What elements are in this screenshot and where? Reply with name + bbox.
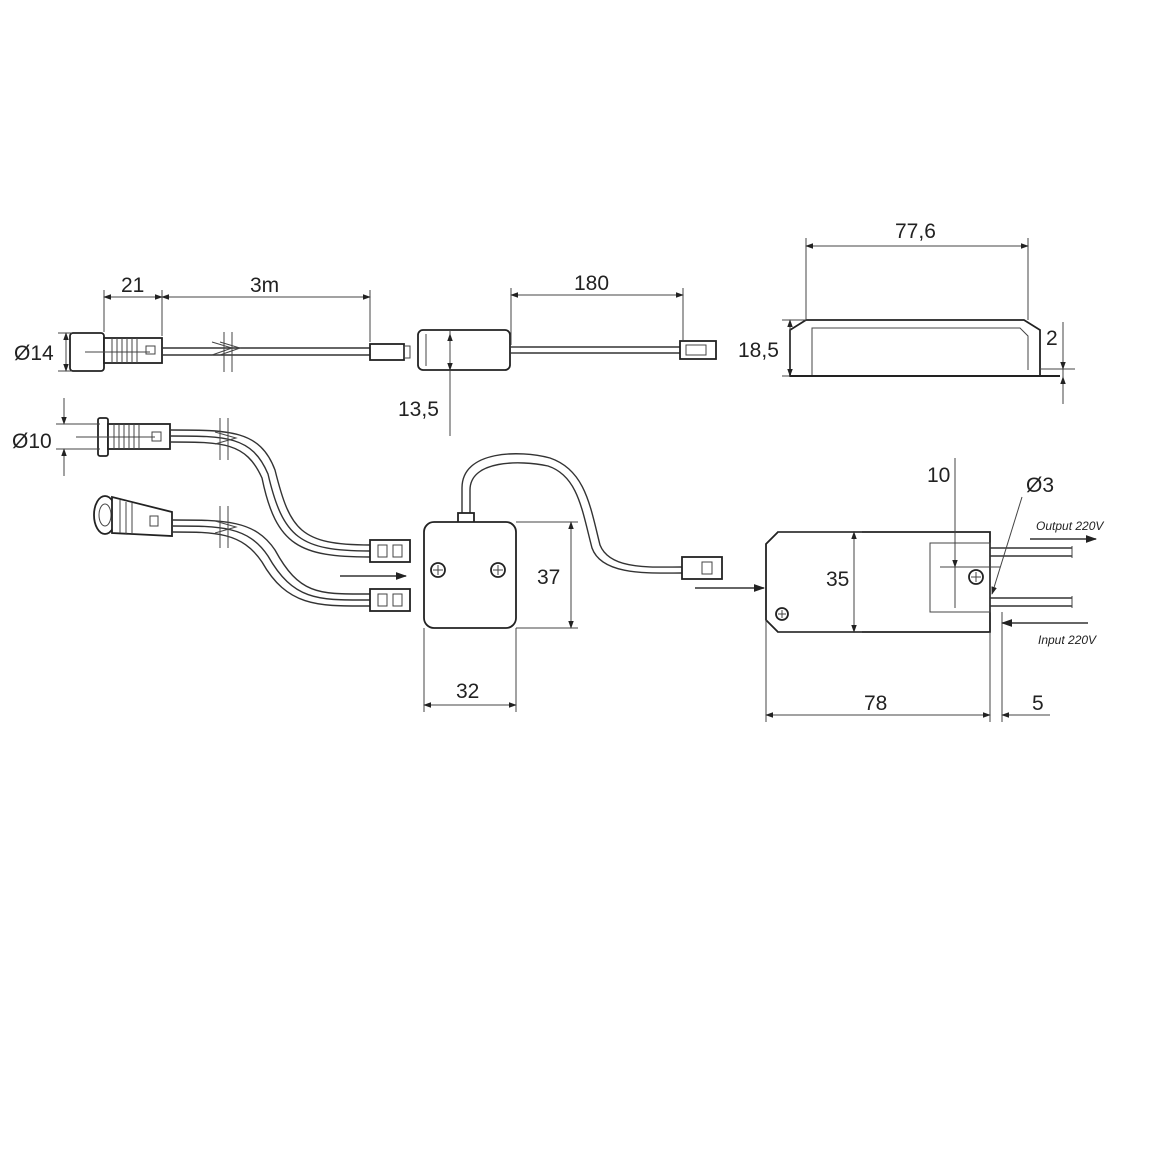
dim-77-6: 77,6 [805,220,1029,320]
y-cables [169,418,411,612]
dim-o14-label: Ø14 [14,342,54,365]
dim-5-label: 5 [1032,692,1044,715]
dim-180-label: 180 [574,272,609,295]
dim-37: 37 [516,521,578,629]
dim-35: 35 [778,531,862,633]
dim-3m-label: 3m [250,274,279,297]
dim-21-3m: 21 3m [103,274,371,342]
dim-180: 180 [510,272,684,345]
sensor-o10-assembly [76,417,171,457]
dim-21-label: 21 [121,274,144,297]
dim-o10-label: Ø10 [12,430,52,453]
driver-cable-assembly [417,329,717,371]
dim-32-label: 32 [456,680,479,703]
dim-18-5: 18,5 [738,319,806,377]
dim-78-label: 78 [864,692,887,715]
dim-77-6-label: 77,6 [895,220,936,243]
sensor-o14-assembly [69,332,411,372]
dim-18-5-label: 18,5 [738,339,779,362]
dim-2: 2 [1046,322,1066,404]
input-label: Input 220V [1038,633,1097,647]
output-label: Output 220V [1036,519,1104,533]
dim-o10: Ø10 [12,398,100,476]
sensor-perspective [93,495,173,537]
dim-37-label: 37 [537,566,560,589]
dim-32: 32 [423,628,517,712]
side-view-box [789,319,1075,377]
dim-o3-label: Ø3 [1026,474,1054,497]
junction-box [423,453,723,629]
dim-13-5: 13,5 [398,330,453,436]
dim-10: 10 [927,458,1000,608]
dim-10-label: 10 [927,464,950,487]
driver-top-view [765,531,1098,633]
dim-2-label: 2 [1046,327,1058,350]
dim-o14: Ø14 [14,332,72,372]
dim-13-5-label: 13,5 [398,398,439,421]
dim-78-5: 78 5 [765,612,1050,722]
dim-o3: Ø3 [991,474,1054,595]
dim-35-label: 35 [826,568,849,591]
